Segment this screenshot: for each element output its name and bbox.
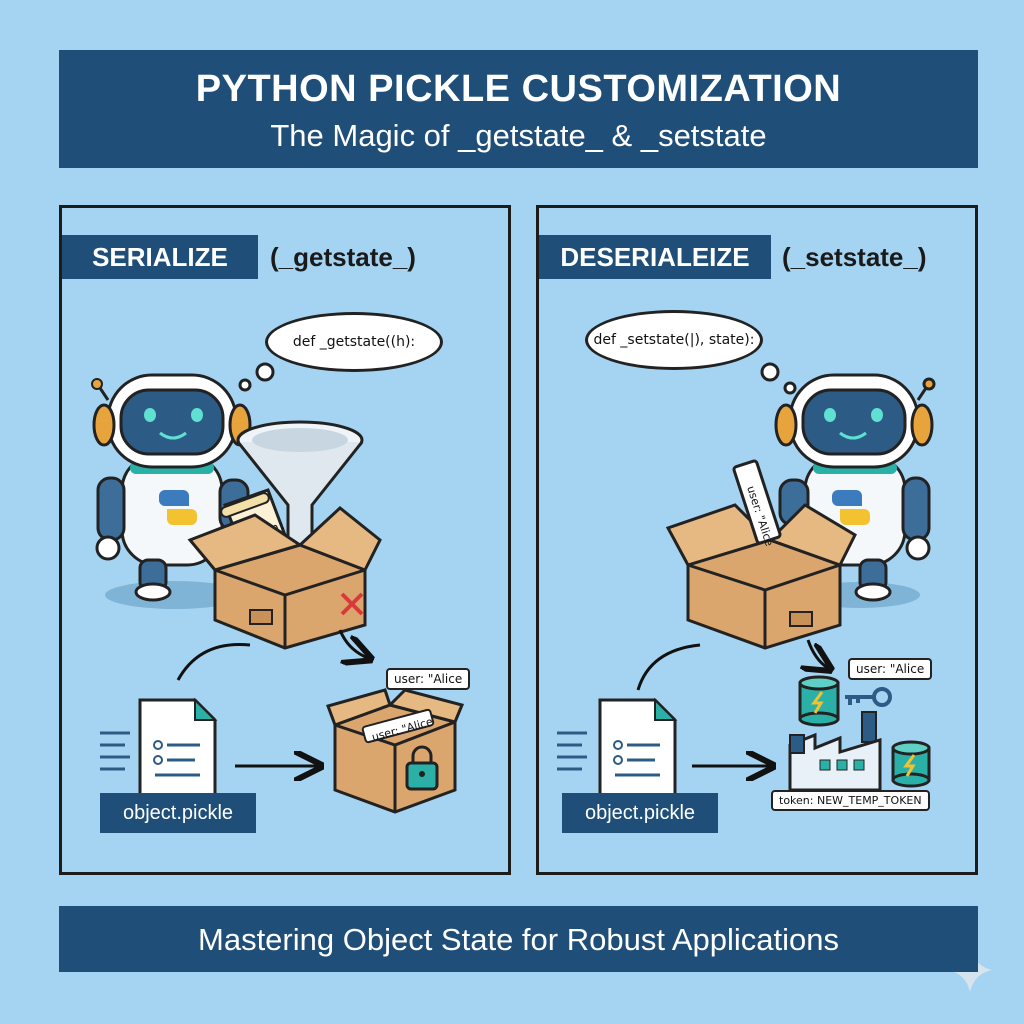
setstate-method-label: (_setstate_) (782, 242, 927, 272)
python-logo-icon (832, 490, 870, 525)
database-icon (891, 740, 931, 788)
serialize-tag: SERIALIZE (62, 235, 258, 279)
python-logo-icon (159, 490, 197, 525)
token-label: token: NEW_TEMP_TOKEN (771, 790, 930, 811)
serialize-panel (59, 205, 511, 875)
right-file-label: object.pickle (562, 793, 718, 833)
page-title: PYTHON PICKLE CUSTOMIZATION (195, 68, 842, 110)
page-subtitle: The Magic of _getstate_ & _setstate (270, 118, 767, 153)
deserialize-panel (536, 205, 978, 875)
x-mark-icon (340, 592, 364, 616)
getstate-thought-bubble: def _getstate((h): (265, 312, 443, 372)
box-icon (665, 503, 857, 650)
padlock-icon (405, 745, 439, 791)
right-user-note: user: "Alice (848, 658, 933, 680)
footer-text: Mastering Object State for Robust Applic… (198, 922, 839, 957)
getstate-method-label: (_getstate_) (270, 242, 416, 272)
footer-banner: Mastering Object State for Robust Applic… (59, 906, 978, 972)
factory-icon (788, 711, 882, 792)
document-icon (557, 697, 678, 802)
left-file-label: object.pickle (100, 793, 256, 833)
key-icon (845, 687, 892, 707)
title-banner: PYTHON PICKLE CUSTOMIZATION The Magic of… (59, 50, 978, 168)
locked-box-icon (326, 688, 465, 814)
database-icon (798, 675, 840, 727)
setstate-thought-bubble: def _setstate(|), state): (585, 310, 763, 370)
box-icon (187, 506, 382, 650)
robot-icon (91, 373, 252, 609)
document-icon (100, 697, 218, 802)
deserialize-tag: DESERIALEIZE (539, 235, 771, 279)
left-user-note: user: "Alice (386, 668, 471, 690)
